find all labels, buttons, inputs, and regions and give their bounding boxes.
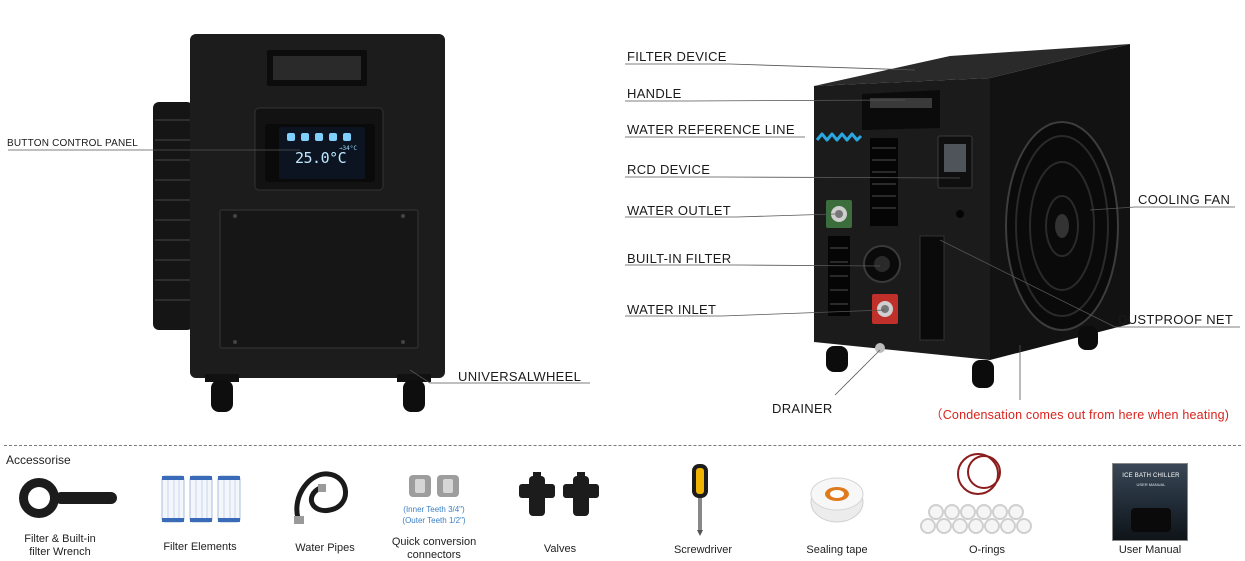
water-reference-wave-icon — [815, 132, 863, 142]
callout-cooling-fan: COOLING FAN — [1138, 192, 1231, 207]
lcd-button-icon[interactable] — [301, 133, 309, 141]
connectors-label-line1: Quick conversion — [391, 536, 477, 548]
o-rings-icon — [920, 453, 1032, 534]
callout-handle: HANDLE — [627, 86, 682, 101]
accessory-wrench-label: Filter & Built-in filter Wrench — [10, 533, 110, 559]
connectors-note-line1: (Inner Teeth 3/4") — [403, 505, 465, 514]
user-manual-cover: ICE BATH CHILLER USER MANUAL — [1112, 463, 1188, 541]
callout-built-in-filter: BUILT-IN FILTER — [627, 251, 732, 266]
accessory-connectors-label: Quick conversion connectors — [384, 536, 484, 561]
callout-filter-device: FILTER DEVICE — [627, 49, 727, 64]
lcd-temperature: 25.0°C — [295, 149, 347, 167]
lcd-button-icon[interactable] — [343, 133, 351, 141]
accessory-screwdriver-label: Screwdriver — [673, 544, 733, 556]
callout-rcd-device: RCD DEVICE — [627, 162, 711, 177]
callout-dustproof-net: DUSTPROOF NET — [1118, 312, 1234, 327]
callout-water-inlet: WATER INLET — [627, 302, 717, 317]
connectors-label-line2: connectors — [407, 549, 461, 561]
front-side-fan-left — [153, 102, 193, 330]
callout-button-control-panel: BUTTON CONTROL PANEL — [7, 138, 139, 149]
wrench-label-line2: filter Wrench — [29, 546, 91, 558]
accessories-title: Accessorise — [6, 453, 71, 467]
accessory-valves-label: Valves — [543, 543, 577, 555]
lcd-button-icon[interactable] — [329, 133, 337, 141]
front-view-chiller — [153, 34, 445, 412]
water-pipes-icon — [294, 471, 348, 524]
manual-cover-subtitle: USER MANUAL — [1136, 482, 1166, 487]
callout-drainer: DRAINER — [772, 401, 833, 416]
accessory-user-manual-label: User Manual — [1118, 544, 1182, 556]
screwdriver-icon — [692, 464, 708, 536]
valves-icon — [519, 472, 599, 516]
connectors-note-line2: (Outer Teeth 1/2") — [402, 516, 466, 525]
lcd-button-icon[interactable] — [315, 133, 323, 141]
lcd-screen: →34°C 25.0°C — [279, 127, 365, 179]
callout-water-outlet: WATER OUTLET — [627, 203, 731, 218]
wrench-icon — [19, 478, 117, 518]
connectors-icon — [409, 475, 459, 497]
manual-cover-photo — [1131, 508, 1171, 532]
accessory-o-rings-label: O-rings — [968, 544, 1006, 556]
accessory-sealing-tape-label: Sealing tape — [806, 544, 868, 556]
angled-view-chiller — [814, 44, 1130, 388]
sealing-tape-icon — [810, 477, 864, 523]
lcd-set-temperature: →34°C — [338, 145, 357, 152]
connectors-note: (Inner Teeth 3/4") (Outer Teeth 1/2") — [384, 504, 484, 526]
wrench-label-line1: Filter & Built-in — [24, 533, 96, 545]
callout-universal-wheel: UNIVERSALWHEEL — [458, 369, 582, 384]
accessory-water-pipes-label: Water Pipes — [295, 542, 355, 554]
accessory-filter-elements-label: Filter Elements — [163, 541, 237, 553]
lcd-button-row[interactable] — [287, 133, 351, 141]
filter-elements-icon — [161, 475, 241, 523]
lcd-button-icon[interactable] — [287, 133, 295, 141]
manual-cover-title: ICE BATH CHILLER — [1122, 473, 1180, 479]
callout-water-reference-line: WATER REFERENCE LINE — [627, 122, 795, 137]
callout-condensation-note: （Condensation comes out from here when h… — [930, 408, 1230, 422]
section-divider — [4, 445, 1241, 446]
